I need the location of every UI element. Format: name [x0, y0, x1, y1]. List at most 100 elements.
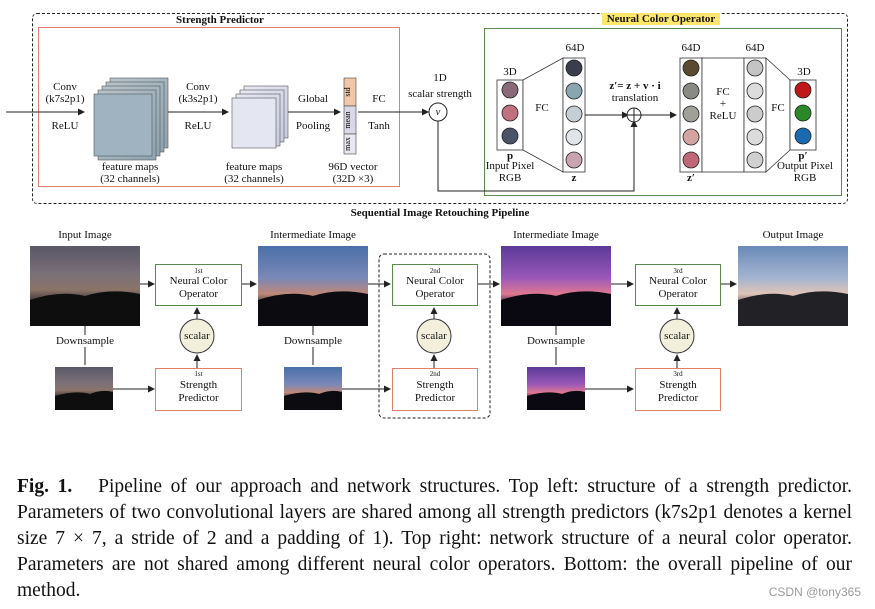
feature-maps-2-channels: (32 channels)	[224, 173, 284, 185]
stage-2-dashed-frame	[378, 253, 491, 419]
conv2-relu: ReLU	[184, 120, 212, 132]
operator-3-ordinal: 3rd	[673, 267, 683, 275]
neural-color-operator-title: Neural Color Operator	[602, 13, 720, 25]
predictor-1-ordinal: 1st	[194, 370, 203, 378]
predictor-3-ordinal: 3rd	[673, 370, 683, 378]
fc-left-label: FC	[535, 102, 549, 114]
output-p-symbol: p′	[798, 150, 808, 162]
diagram-svg: std mean max	[6, 57, 848, 419]
operator-2-name-line1: Neural Color	[406, 275, 464, 287]
fc-right-label: FC	[771, 102, 785, 114]
feature-maps-1-stack	[93, 77, 169, 161]
figure-caption: Fig. 1. Pipeline of our approach and net…	[17, 474, 852, 604]
scalar-strength-label: scalar strength	[408, 88, 472, 100]
predictor-1-name-line1: Strength	[179, 379, 218, 391]
conv1-relu: ReLU	[51, 120, 79, 132]
operator-3-name-line2: Operator	[658, 288, 698, 300]
node-output-1	[794, 104, 812, 122]
vector-max-label: max	[343, 137, 352, 151]
node-zprime-3	[682, 128, 700, 146]
node-input-2	[501, 127, 519, 145]
dim-3d-out: 3D	[797, 66, 811, 78]
fc-mid-plus: +	[719, 98, 727, 110]
fc-mid-relu: ReLU	[709, 110, 737, 122]
predictor-3-name-line2: Predictor	[657, 392, 699, 404]
dim-64d-c: 64D	[745, 42, 765, 54]
downsample-label-3: Downsample	[521, 335, 591, 347]
neural-color-operator-2: 2nd Neural Color Operator	[392, 264, 478, 306]
node-zprime-4	[682, 151, 700, 169]
downsample-label-1: Downsample	[50, 335, 120, 347]
intermediate-image-2	[501, 246, 611, 326]
z-label: z	[571, 172, 577, 184]
input-image-label: Input Image	[58, 229, 112, 241]
dim-64d-b: 64D	[681, 42, 701, 54]
vector-96d	[343, 77, 357, 155]
caption-label: Fig. 1.	[17, 476, 73, 497]
node-h-3	[746, 128, 764, 146]
dim-64d-a: 64D	[565, 42, 585, 54]
operator-1-ordinal: 1st	[194, 267, 203, 275]
operator-2-name-line2: Operator	[415, 288, 455, 300]
vector-mean-label: mean	[343, 111, 352, 128]
strength-predictor-3: 3rd Strength Predictor	[635, 368, 721, 411]
node-z-2	[565, 105, 583, 123]
predictor-2-name-line1: Strength	[416, 379, 454, 391]
input-rgb-label: RGB	[498, 172, 522, 184]
predictor-1-name-line2: Predictor	[178, 392, 219, 404]
scalar-label-1: scalar	[184, 330, 210, 342]
output-rgb-label: RGB	[793, 172, 817, 184]
conv1-label: Conv	[53, 81, 77, 93]
pooling-label: Pooling	[295, 120, 331, 132]
neural-color-operator-3: 3rd Neural Color Operator	[635, 264, 721, 306]
node-output-0	[794, 81, 812, 99]
node-z-3	[565, 128, 583, 146]
fc-mid-label: FC	[716, 86, 730, 98]
strength-predictor-title: Strength Predictor	[176, 14, 264, 26]
predictor-2-ordinal: 2nd	[429, 370, 441, 378]
scalar-node-1	[179, 318, 215, 354]
pipeline-title: Sequential Image Retouching Pipeline	[350, 207, 530, 219]
global-label: Global	[298, 93, 328, 105]
top-dashed-frame	[32, 13, 848, 204]
strength-predictor-1: 1st Strength Predictor	[155, 368, 242, 411]
input-pixel-label: Input Pixel	[485, 160, 535, 172]
vector-96d-dims: (32D ×3)	[332, 173, 374, 185]
node-h-4	[746, 151, 764, 169]
scalar-label-2: scalar	[421, 330, 447, 342]
zprime-label: z′	[687, 172, 695, 184]
node-h-1	[746, 82, 764, 100]
node-z-4	[565, 151, 583, 169]
feature-maps-1-label: feature maps	[101, 161, 159, 173]
translation-formula: z′= z + v · i	[609, 80, 661, 92]
caption-text: Pipeline of our approach and network str…	[17, 476, 852, 601]
fc-label: FC	[372, 93, 386, 105]
node-z-0	[565, 59, 583, 77]
strength-predictor-2: 2nd Strength Predictor	[392, 368, 478, 411]
downsample-image-1	[55, 367, 113, 410]
translation-label: translation	[611, 92, 659, 104]
node-zprime-0	[682, 59, 700, 77]
node-h-0	[746, 59, 764, 77]
scalar-1d-label: 1D	[433, 72, 447, 84]
feature-maps-2-label: feature maps	[225, 161, 283, 173]
operator-1-name-line1: Neural Color	[169, 275, 228, 287]
dim-3d-in: 3D	[503, 66, 517, 78]
node-output-2	[794, 127, 812, 145]
conv2-label: Conv	[186, 81, 210, 93]
intermediate-image-label-1: Intermediate Image	[270, 229, 356, 241]
conv2-params: (k3s2p1)	[178, 93, 218, 105]
predictor-2-name-line2: Predictor	[414, 392, 456, 404]
scalar-node-3	[659, 318, 695, 354]
vector-96d-label: 96D vector	[328, 161, 378, 173]
node-input-0	[501, 81, 519, 99]
v-symbol: v	[435, 106, 441, 118]
intermediate-image-1	[258, 246, 368, 326]
watermark: CSDN @tony365	[768, 585, 861, 599]
node-z-1	[565, 82, 583, 100]
predictor-3-name-line1: Strength	[659, 379, 697, 391]
output-pixel-label: Output Pixel	[777, 160, 833, 172]
operator-1-name-line2: Operator	[178, 288, 219, 300]
neural-color-operator-1: 1st Neural Color Operator	[155, 264, 242, 306]
vector-std-label: std	[343, 87, 352, 96]
